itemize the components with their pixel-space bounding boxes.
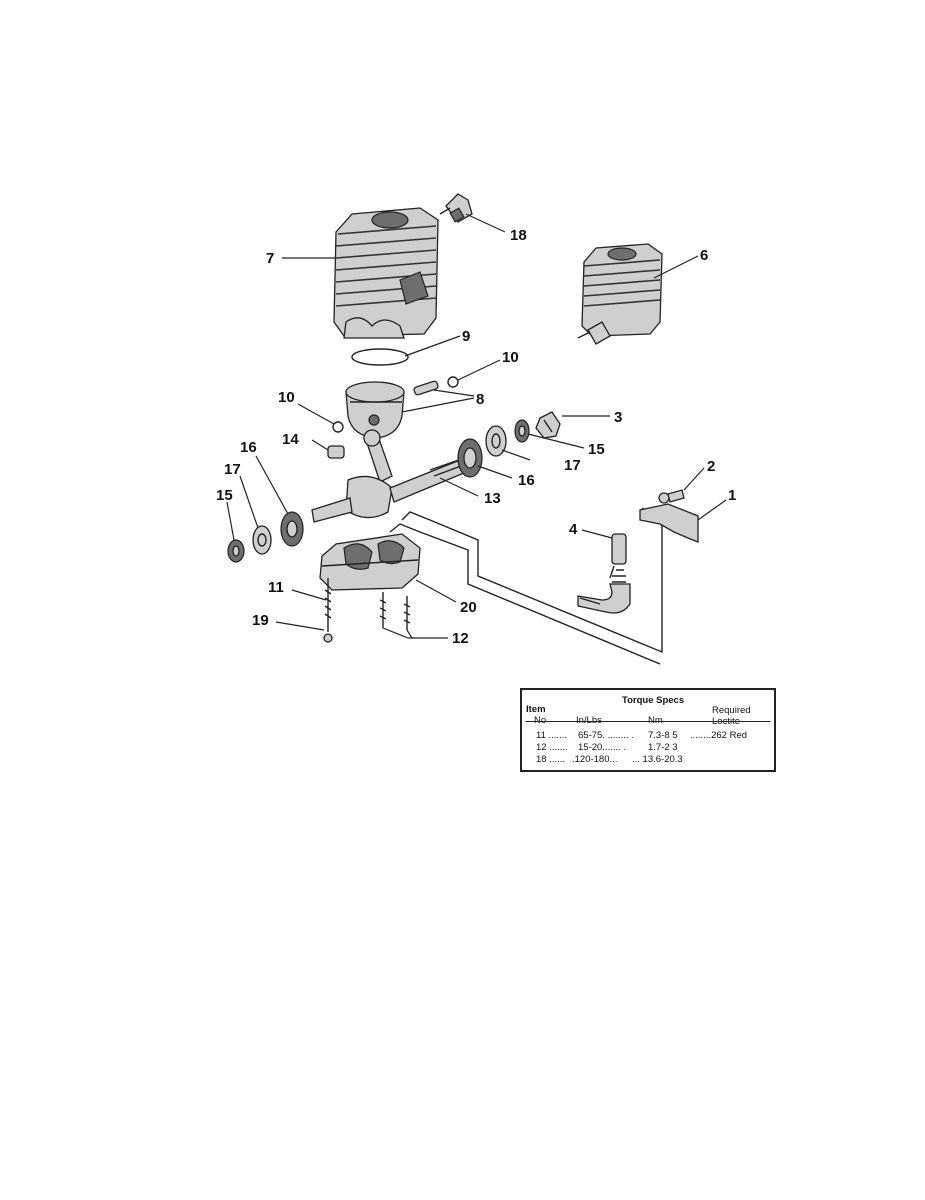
callout-15-left: 15 <box>216 487 233 504</box>
table-row-1-loctite: ........262 Red <box>690 730 748 741</box>
callout-9: 9 <box>462 328 470 345</box>
callout-20: 20 <box>460 599 477 616</box>
callout-10-left: 10 <box>278 389 295 406</box>
washer-15-right <box>514 419 530 443</box>
col-nm-header: Nm <box>648 715 663 726</box>
callout-1: 1 <box>728 487 736 504</box>
callout-10-right: 10 <box>502 349 519 366</box>
table-row-2-item: 12 ....... <box>536 742 568 753</box>
screws-12 <box>379 592 411 630</box>
crankshaft <box>311 429 477 523</box>
piston <box>345 381 405 439</box>
needle-bearing <box>327 445 345 459</box>
piston-ring <box>351 348 409 366</box>
callout-labels: 1 2 3 4 6 7 8 9 10 10 11 12 13 14 15 15 … <box>216 227 736 647</box>
seal-17-left <box>252 525 272 555</box>
callout-8: 8 <box>476 391 484 408</box>
callout-4: 4 <box>569 521 578 538</box>
table-row-1-inlbs: 65-75. ........ . <box>578 730 634 741</box>
header-rule <box>526 721 770 722</box>
table-row-1-item: 11 ....... <box>536 730 567 741</box>
wrist-pin <box>413 380 439 396</box>
pin-clip-left <box>332 421 344 433</box>
col-inlbs-header: In/Lbs <box>576 715 602 726</box>
washer-15-left <box>227 539 245 563</box>
spark-plug <box>439 193 473 223</box>
bearing-16-right <box>457 438 483 478</box>
bearing-16-left <box>280 511 304 547</box>
callout-13: 13 <box>484 490 501 507</box>
table-title: Torque Specs <box>622 695 685 706</box>
callout-15-right: 15 <box>588 441 605 458</box>
washer-19 <box>323 633 333 643</box>
table-row-1-nm: 7.3-8 5 <box>648 730 678 741</box>
callout-16-left: 16 <box>240 439 257 456</box>
callout-6: 6 <box>700 247 708 264</box>
table-row-2-inlbs: 15-20....... . <box>578 742 627 753</box>
cylinder-small <box>577 243 663 345</box>
col-item-subheader: No <box>534 715 547 726</box>
bolt-2 <box>658 489 685 504</box>
leader-lines <box>226 213 727 639</box>
fuel-tank-outline <box>389 503 699 665</box>
table-row-3-inlbs: .120-180... <box>572 754 618 765</box>
callout-14: 14 <box>282 431 299 448</box>
callout-18: 18 <box>510 227 527 244</box>
callout-2: 2 <box>707 458 715 475</box>
nut-3 <box>535 411 561 439</box>
col-item-header: Item <box>526 704 546 715</box>
callout-12: 12 <box>452 630 469 647</box>
callout-16-right: 16 <box>518 472 535 489</box>
callout-11: 11 <box>268 579 284 596</box>
callout-7: 7 <box>266 250 274 267</box>
table-row-3-nm: ... 13.6-20.3 <box>632 754 683 765</box>
cylinder-large <box>333 207 439 339</box>
screw-11 <box>324 578 332 632</box>
pin-clip-right <box>447 376 459 388</box>
seal-17-right <box>485 425 507 457</box>
table-row-3-item: 18 ...... <box>536 754 566 765</box>
fuel-hose <box>577 533 631 614</box>
callout-19: 19 <box>252 612 269 629</box>
callout-17-left: 17 <box>224 461 241 478</box>
table-row-2-nm: 1.7-2 3 <box>648 742 678 753</box>
torque-specs-table: Torque Specs Item No In/Lbs Nm Required … <box>520 688 776 772</box>
callout-17-right: 17 <box>564 457 581 474</box>
col-required-header: Required <box>712 705 751 716</box>
callout-3: 3 <box>614 409 622 426</box>
crankcase <box>319 533 421 591</box>
